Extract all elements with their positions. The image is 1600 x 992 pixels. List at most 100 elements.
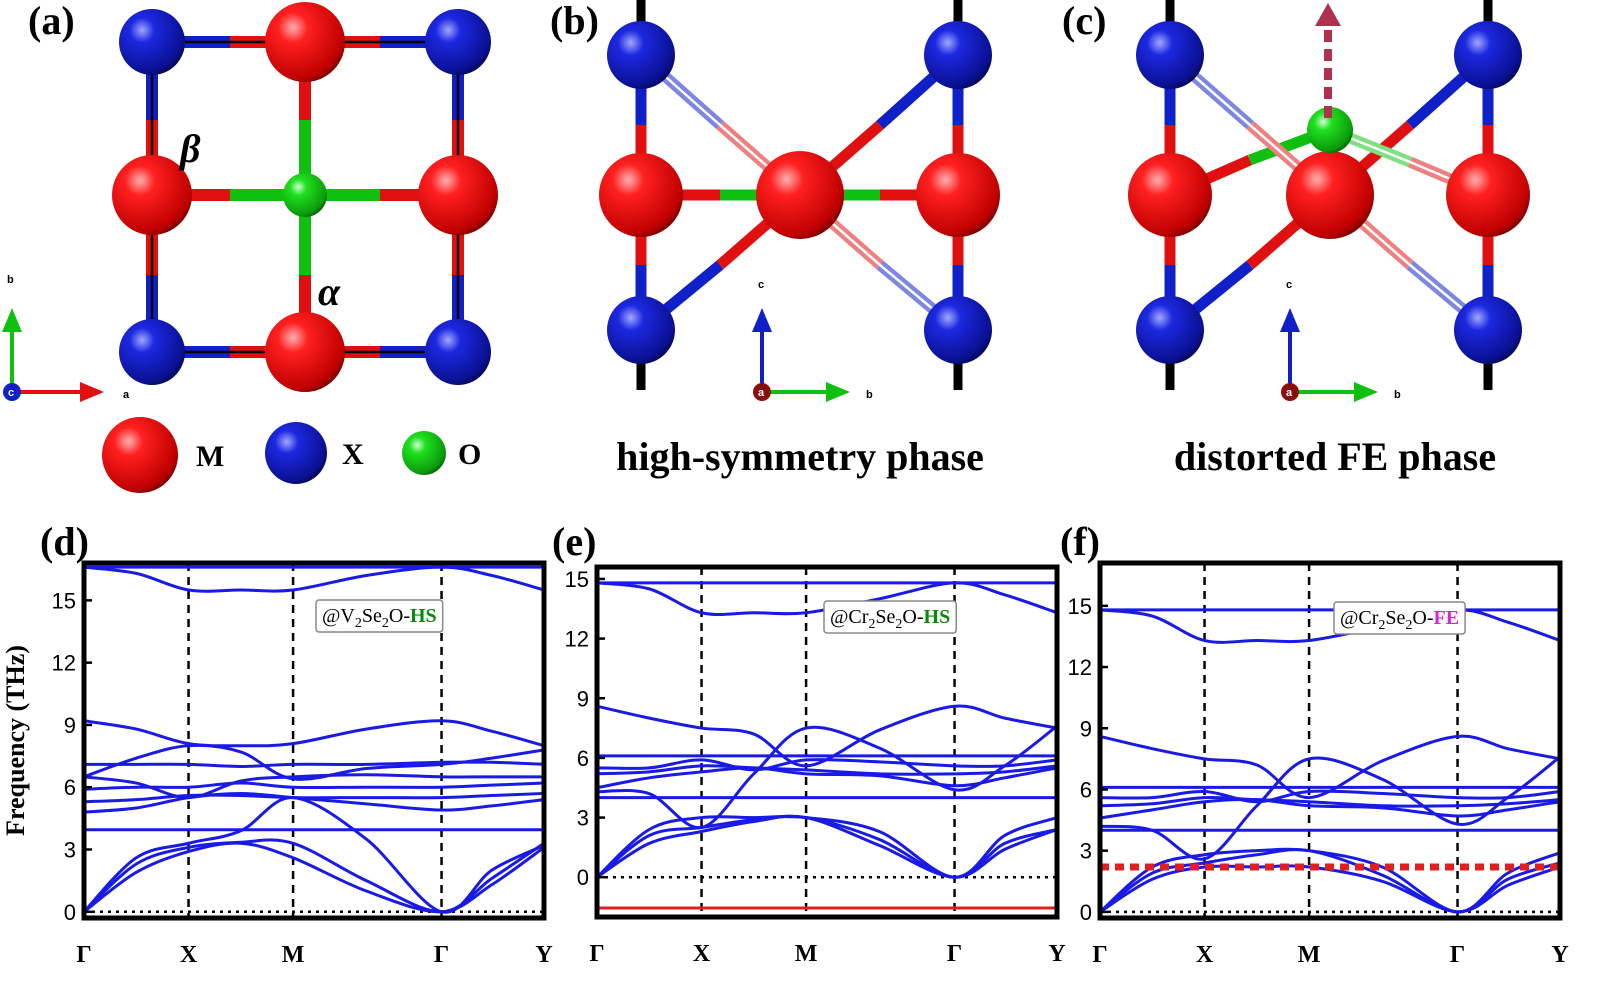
tag-part: @V xyxy=(322,605,355,627)
atom-x xyxy=(607,296,675,364)
material-tag-text: @V2Se2O-HS xyxy=(322,605,437,631)
phonon-band xyxy=(595,815,1058,879)
y-tick-label: 12 xyxy=(565,627,589,652)
phonon-band xyxy=(1099,734,1561,800)
tag-phase: FE xyxy=(1434,607,1460,629)
tag-subscript: 2 xyxy=(868,617,875,632)
legend-o-label: O xyxy=(458,438,481,471)
y-tick-label: 9 xyxy=(577,686,589,711)
y-tick-label: 15 xyxy=(1068,594,1092,619)
atom-m xyxy=(599,153,683,237)
phonon-band xyxy=(596,766,1058,790)
y-tick-label: 0 xyxy=(64,900,76,925)
phonon-band xyxy=(1099,795,1561,808)
axes-a: c b a xyxy=(2,274,130,402)
atom-x xyxy=(1454,21,1522,89)
k-point-label: Y xyxy=(1551,942,1568,968)
axis-label-c: c xyxy=(8,387,14,399)
k-point-label: Γ xyxy=(947,941,962,967)
phonon-band xyxy=(1099,789,1561,804)
material-tag-text: @Cr2Se2O-HS xyxy=(830,606,950,632)
atom-m xyxy=(916,153,1000,237)
phonon-band xyxy=(596,581,1058,616)
phonon-band xyxy=(83,719,545,748)
atom-x xyxy=(1136,296,1204,364)
phonon-band xyxy=(596,764,1058,776)
atom-legend: M X O xyxy=(102,417,481,493)
phonon-band xyxy=(1099,608,1561,644)
atom-x xyxy=(1454,296,1522,364)
displacement-arrow-head xyxy=(1315,3,1341,26)
panel-label-a: (a) xyxy=(28,0,75,43)
beta-label: β xyxy=(178,126,201,171)
tag-part: @Cr xyxy=(1340,607,1379,629)
panel-label: (d) xyxy=(40,519,89,564)
phonon-band xyxy=(83,743,545,781)
y-tick-label: 6 xyxy=(1080,777,1092,802)
material-tag: @Cr2Se2O-FE xyxy=(1333,601,1466,635)
legend-x-swatch xyxy=(265,422,327,484)
atom-m xyxy=(265,312,345,392)
phonon-band xyxy=(83,565,545,593)
axis-label-c: c xyxy=(758,279,764,291)
y-tick-label: 15 xyxy=(52,588,76,613)
plot-frame xyxy=(1097,560,1563,921)
tag-subscript: 2 xyxy=(355,616,362,631)
caption-c: distorted FE phase xyxy=(1174,434,1496,479)
y-tick-label: 6 xyxy=(577,746,589,771)
tag-part: @Cr xyxy=(830,606,869,628)
y-tick-label: 9 xyxy=(1080,716,1092,741)
k-point-label: Γ xyxy=(589,941,604,967)
y-tick-label: 6 xyxy=(64,775,76,800)
panel-b: (b) xyxy=(550,0,1000,479)
axis-label-b: b xyxy=(1394,389,1401,401)
k-point-label: X xyxy=(1196,942,1214,968)
phonon-band xyxy=(83,791,545,804)
phonon-band xyxy=(1099,755,1561,861)
atom-x xyxy=(119,9,185,75)
axis-label-a: a xyxy=(1286,387,1293,399)
k-point-label: Γ xyxy=(76,942,91,968)
panel-label: (e) xyxy=(552,519,596,564)
k-point-label: Y xyxy=(1048,941,1065,967)
axis-label-b: b xyxy=(7,274,14,286)
k-point-label: M xyxy=(795,941,818,967)
tag-phase: HS xyxy=(410,605,437,627)
plot-frame xyxy=(81,560,547,921)
k-point-label: X xyxy=(693,941,711,967)
y-tick-label: 12 xyxy=(1068,655,1092,680)
material-tag: @V2Se2O-HS xyxy=(315,599,444,633)
legend-x-label: X xyxy=(342,438,364,471)
phonon-band xyxy=(83,841,545,914)
phonon-band xyxy=(596,704,1058,768)
y-tick-label: 0 xyxy=(1080,900,1092,925)
k-point-label: M xyxy=(282,942,305,968)
atom-x xyxy=(1136,21,1204,89)
atom-m xyxy=(1286,151,1374,239)
tag-subscript: 2 xyxy=(382,616,389,631)
tag-part: Se xyxy=(1385,607,1405,629)
k-point-label: Y xyxy=(535,942,552,968)
atom-x xyxy=(924,296,992,364)
material-tag: @Cr2Se2O-HS xyxy=(823,600,957,634)
material-tag-text: @Cr2Se2O-FE xyxy=(1340,607,1459,633)
material-tag-box xyxy=(315,599,444,633)
y-tick-label: 0 xyxy=(577,865,589,890)
atom-x xyxy=(924,21,992,89)
axis-label-a: a xyxy=(758,387,765,399)
k-point-label: Γ xyxy=(1092,942,1107,968)
atom-o xyxy=(1307,107,1353,153)
atom-m xyxy=(1128,153,1212,237)
panel-label: (f) xyxy=(1060,519,1100,564)
legend-m-swatch xyxy=(102,417,178,493)
atom-o xyxy=(283,173,327,217)
tag-part: O- xyxy=(1412,607,1433,629)
atom-x xyxy=(425,319,491,385)
phonon-band xyxy=(596,724,1058,830)
k-point-label: Γ xyxy=(434,942,449,968)
panel-a: (a) xyxy=(2,0,498,402)
phonon-band xyxy=(83,773,544,800)
